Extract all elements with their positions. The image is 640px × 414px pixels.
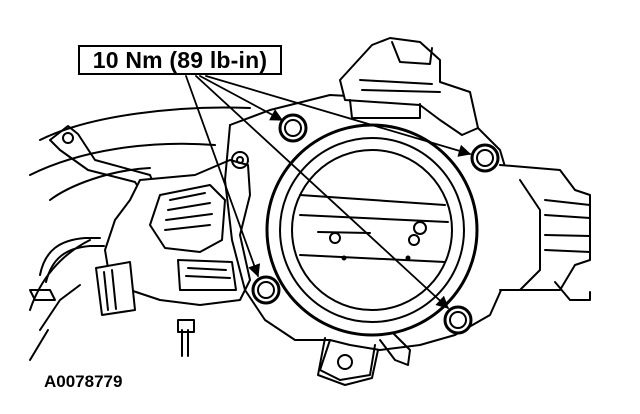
wiring-harness: [29, 237, 105, 301]
torque-spec-callout: 10 Nm (89 lb-in): [78, 45, 282, 75]
throttle-bore: [265, 123, 479, 337]
leader-arrow-icon: [205, 75, 472, 157]
bolt-upper-right: [470, 143, 500, 173]
throttle-linkage: [95, 151, 251, 357]
bolt-upper-left: [278, 113, 308, 143]
top-sensor: [339, 37, 479, 136]
intake-manifold: [29, 106, 251, 361]
leader-arrow-icon: [195, 75, 449, 309]
leader-arrow-icon: [199, 75, 284, 121]
leader-arrows: [185, 75, 472, 309]
idle-air-control: [499, 164, 591, 301]
figure-id-label: A0078779: [44, 372, 123, 391]
bolt-lower-left: [251, 275, 281, 305]
leader-arrow-icon: [185, 75, 261, 278]
bolt-lower-right: [443, 305, 473, 335]
